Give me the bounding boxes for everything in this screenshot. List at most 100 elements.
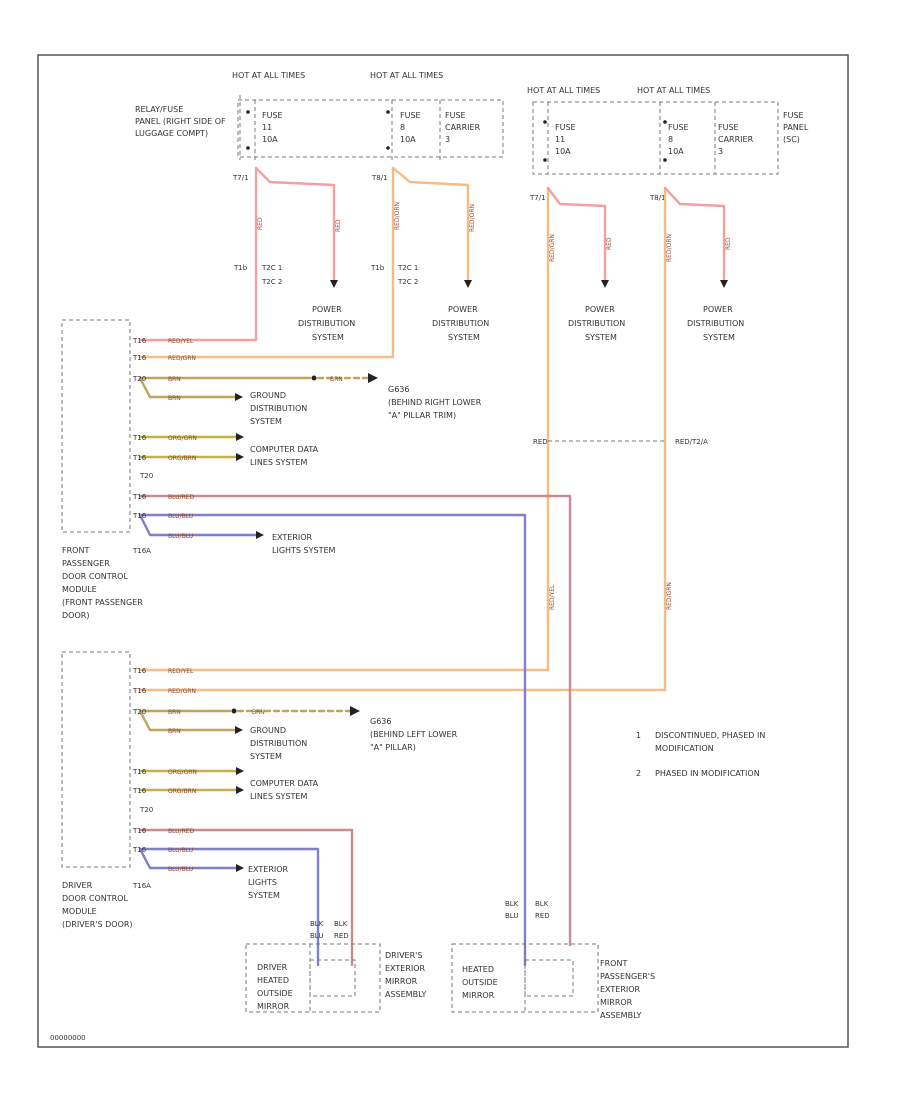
svg-text:DISTRIBUTION: DISTRIBUTION [432, 319, 489, 328]
fp-label-1: FRONT [62, 546, 89, 555]
driver-module: T20 T16A DRIVER DOOR CONTROL MODULE (DRI… [61, 651, 458, 967]
diagram-id: 00000000 [50, 1034, 86, 1042]
dr-mirror-wl-2: BLK [334, 920, 348, 928]
fuse-4-num: 8 [668, 135, 673, 144]
pass-mirror-a-4: MIRROR [600, 998, 633, 1007]
note-2-num: 2 [636, 769, 641, 778]
conn-2-t2c1: T2C 1 [397, 264, 418, 272]
svg-text:DISTRIBUTION: DISTRIBUTION [298, 319, 355, 328]
dr-cdl-2: LINES SYSTEM [250, 792, 307, 801]
fp-pin-5: T16 [132, 434, 147, 442]
dr-mirror-h-2: HEATED [257, 976, 289, 985]
dr-mirror-a-4: ASSEMBLY [385, 990, 426, 999]
dr-pin-8: T16 [132, 846, 147, 854]
carrier-4-num: 3 [718, 147, 723, 156]
dr-ext-3: SYSTEM [248, 891, 280, 900]
svg-text:POWER: POWER [703, 305, 733, 314]
fp-pin-6: T16 [132, 454, 147, 462]
dr-wl-3: BRN [168, 709, 181, 716]
fp-ground-symbol [368, 373, 378, 383]
dr-label-2: DOOR CONTROL [62, 894, 128, 903]
conn-1-t2c1: T2C 1 [261, 264, 282, 272]
dr-gd-2: DISTRIBUTION [250, 739, 307, 748]
fp-wl-9: BLU/BLU [168, 533, 193, 540]
wire-fuse4-to-driver [138, 186, 667, 692]
fp-pin-2: T16 [132, 354, 147, 362]
conn-2-t2c2: T2C 2 [397, 278, 418, 286]
pass-mirror-a-5: ASSEMBLY [600, 1011, 641, 1020]
fp-wl-3: BRN [168, 376, 181, 383]
fp-pin-8: T16 [132, 512, 147, 520]
hot-label-4: HOT AT ALL TIMES [637, 86, 710, 95]
dr-arrow-ext [236, 864, 244, 872]
fuse-terminal-2b [386, 146, 390, 150]
fp-arrow-ext [256, 531, 264, 539]
pds-label-1: POWER DISTRIBUTION SYSTEM [298, 305, 355, 342]
fp-arrow-cdl-1 [236, 433, 244, 441]
passenger-mirror: HEATED OUTSIDE MIRROR FRONT PASSENGER'S … [451, 900, 655, 1020]
wire-fuse3-to-pds [546, 186, 607, 282]
dr-wl-9: BLU/BLU [168, 866, 193, 873]
wire-fuse2-to-pds [391, 166, 470, 282]
fuse-3-amp: 10A [555, 147, 571, 156]
dr-mirror-h-3: OUTSIDE [257, 989, 293, 998]
fp-pin-3: T20 [132, 375, 146, 383]
diagram-frame [37, 54, 849, 1048]
wire-fuse1-to-pds [254, 166, 336, 282]
hot-label-3: HOT AT ALL TIMES [527, 86, 600, 95]
fp-ground-label-2: (BEHIND RIGHT LOWER [388, 398, 482, 407]
fuse-block-right: HOT AT ALL TIMES HOT AT ALL TIMES FUSE 1… [527, 86, 809, 175]
dr-wire-brn-2 [138, 709, 237, 732]
note-2-line-1: PHASED IN MODIFICATION [655, 769, 760, 778]
wire-fuse4-to-pds [663, 186, 726, 282]
fp-wl-6: ORG/BRN [168, 455, 196, 462]
dr-cdl-1: COMPUTER DATA [250, 779, 319, 788]
relay-panel-line-2: PANEL (RIGHT SIDE OF [135, 117, 226, 126]
fuse-2-label: FUSE [400, 111, 421, 120]
fp-module-outline [61, 319, 131, 533]
dr-arrow-cdl-1 [236, 767, 244, 775]
dr-ground-wire-label: BRN [252, 709, 265, 716]
pass-mirror-wl-2: BLK [535, 900, 549, 908]
dr-wl-2: RED/GRN [168, 688, 196, 695]
pds-label-3: POWER DISTRIBUTION SYSTEM [568, 305, 625, 342]
fp-ext-1: EXTERIOR [272, 533, 313, 542]
dr-pin-3: T20 [132, 708, 146, 716]
fp-wl-4: BRN [168, 395, 181, 402]
fp-cdl-2: LINES SYSTEM [250, 458, 307, 467]
dr-ground-label-1: G636 [370, 717, 391, 726]
dr-arrow-ground [235, 726, 243, 734]
hot-label-2: HOT AT ALL TIMES [370, 71, 443, 80]
conn-1-t2c2: T2C 2 [261, 278, 282, 286]
dr-ground-label-3: "A" PILLAR) [370, 743, 416, 752]
front-passenger-module: T20 T16A FRONT PASSENGER DOOR CONTROL MO… [61, 319, 572, 967]
fuse-block-left: HOT AT ALL TIMES HOT AT ALL TIMES RELAY/… [135, 71, 504, 160]
dr-pin-2: T16 [132, 687, 147, 695]
notes: 1 DISCONTINUED, PHASED IN MODIFICATION 2… [636, 731, 765, 778]
wire-fuse3-to-driver [138, 186, 550, 672]
wire-label-red-4: RED [725, 237, 732, 250]
dr-pin-5: T16 [132, 768, 147, 776]
fp-wire-blublu-1 [138, 513, 527, 967]
carrier-2-label: FUSE [445, 111, 466, 120]
dr-mirror-a-1: DRIVER'S [385, 951, 422, 960]
dr-wl-4: BRN [168, 728, 181, 735]
dr-mirror-h-4: MIRROR [257, 1002, 290, 1011]
dr-ground-label-2: (BEHIND LEFT LOWER [370, 730, 458, 739]
dr-gd-3: SYSTEM [250, 752, 282, 761]
note-1-num: 1 [636, 731, 641, 740]
fp-wire-blublu-2 [138, 513, 258, 537]
mid-redorn-label: RED/T2/A [675, 438, 708, 446]
pin-label-4: T8/1 [649, 194, 666, 202]
dr-pin-7: T16 [132, 827, 147, 835]
hot-label-1: HOT AT ALL TIMES [232, 71, 305, 80]
conn-1-t1b: T1b [233, 264, 248, 272]
fuse-1-label: FUSE [262, 111, 283, 120]
fp-label-5: (FRONT PASSENGER [62, 598, 143, 607]
fp-label-6: DOOR) [62, 611, 89, 620]
svg-text:POWER: POWER [448, 305, 478, 314]
top-wires: T7/1 T8/1 T7/1 T8/1 T1b T2C 1 T2C 2 T1b … [138, 166, 744, 692]
dr-wl-8: BLU/BLU [168, 847, 193, 854]
driver-mirror: DRIVER HEATED OUTSIDE MIRROR DRIVER'S EX… [245, 920, 426, 1013]
